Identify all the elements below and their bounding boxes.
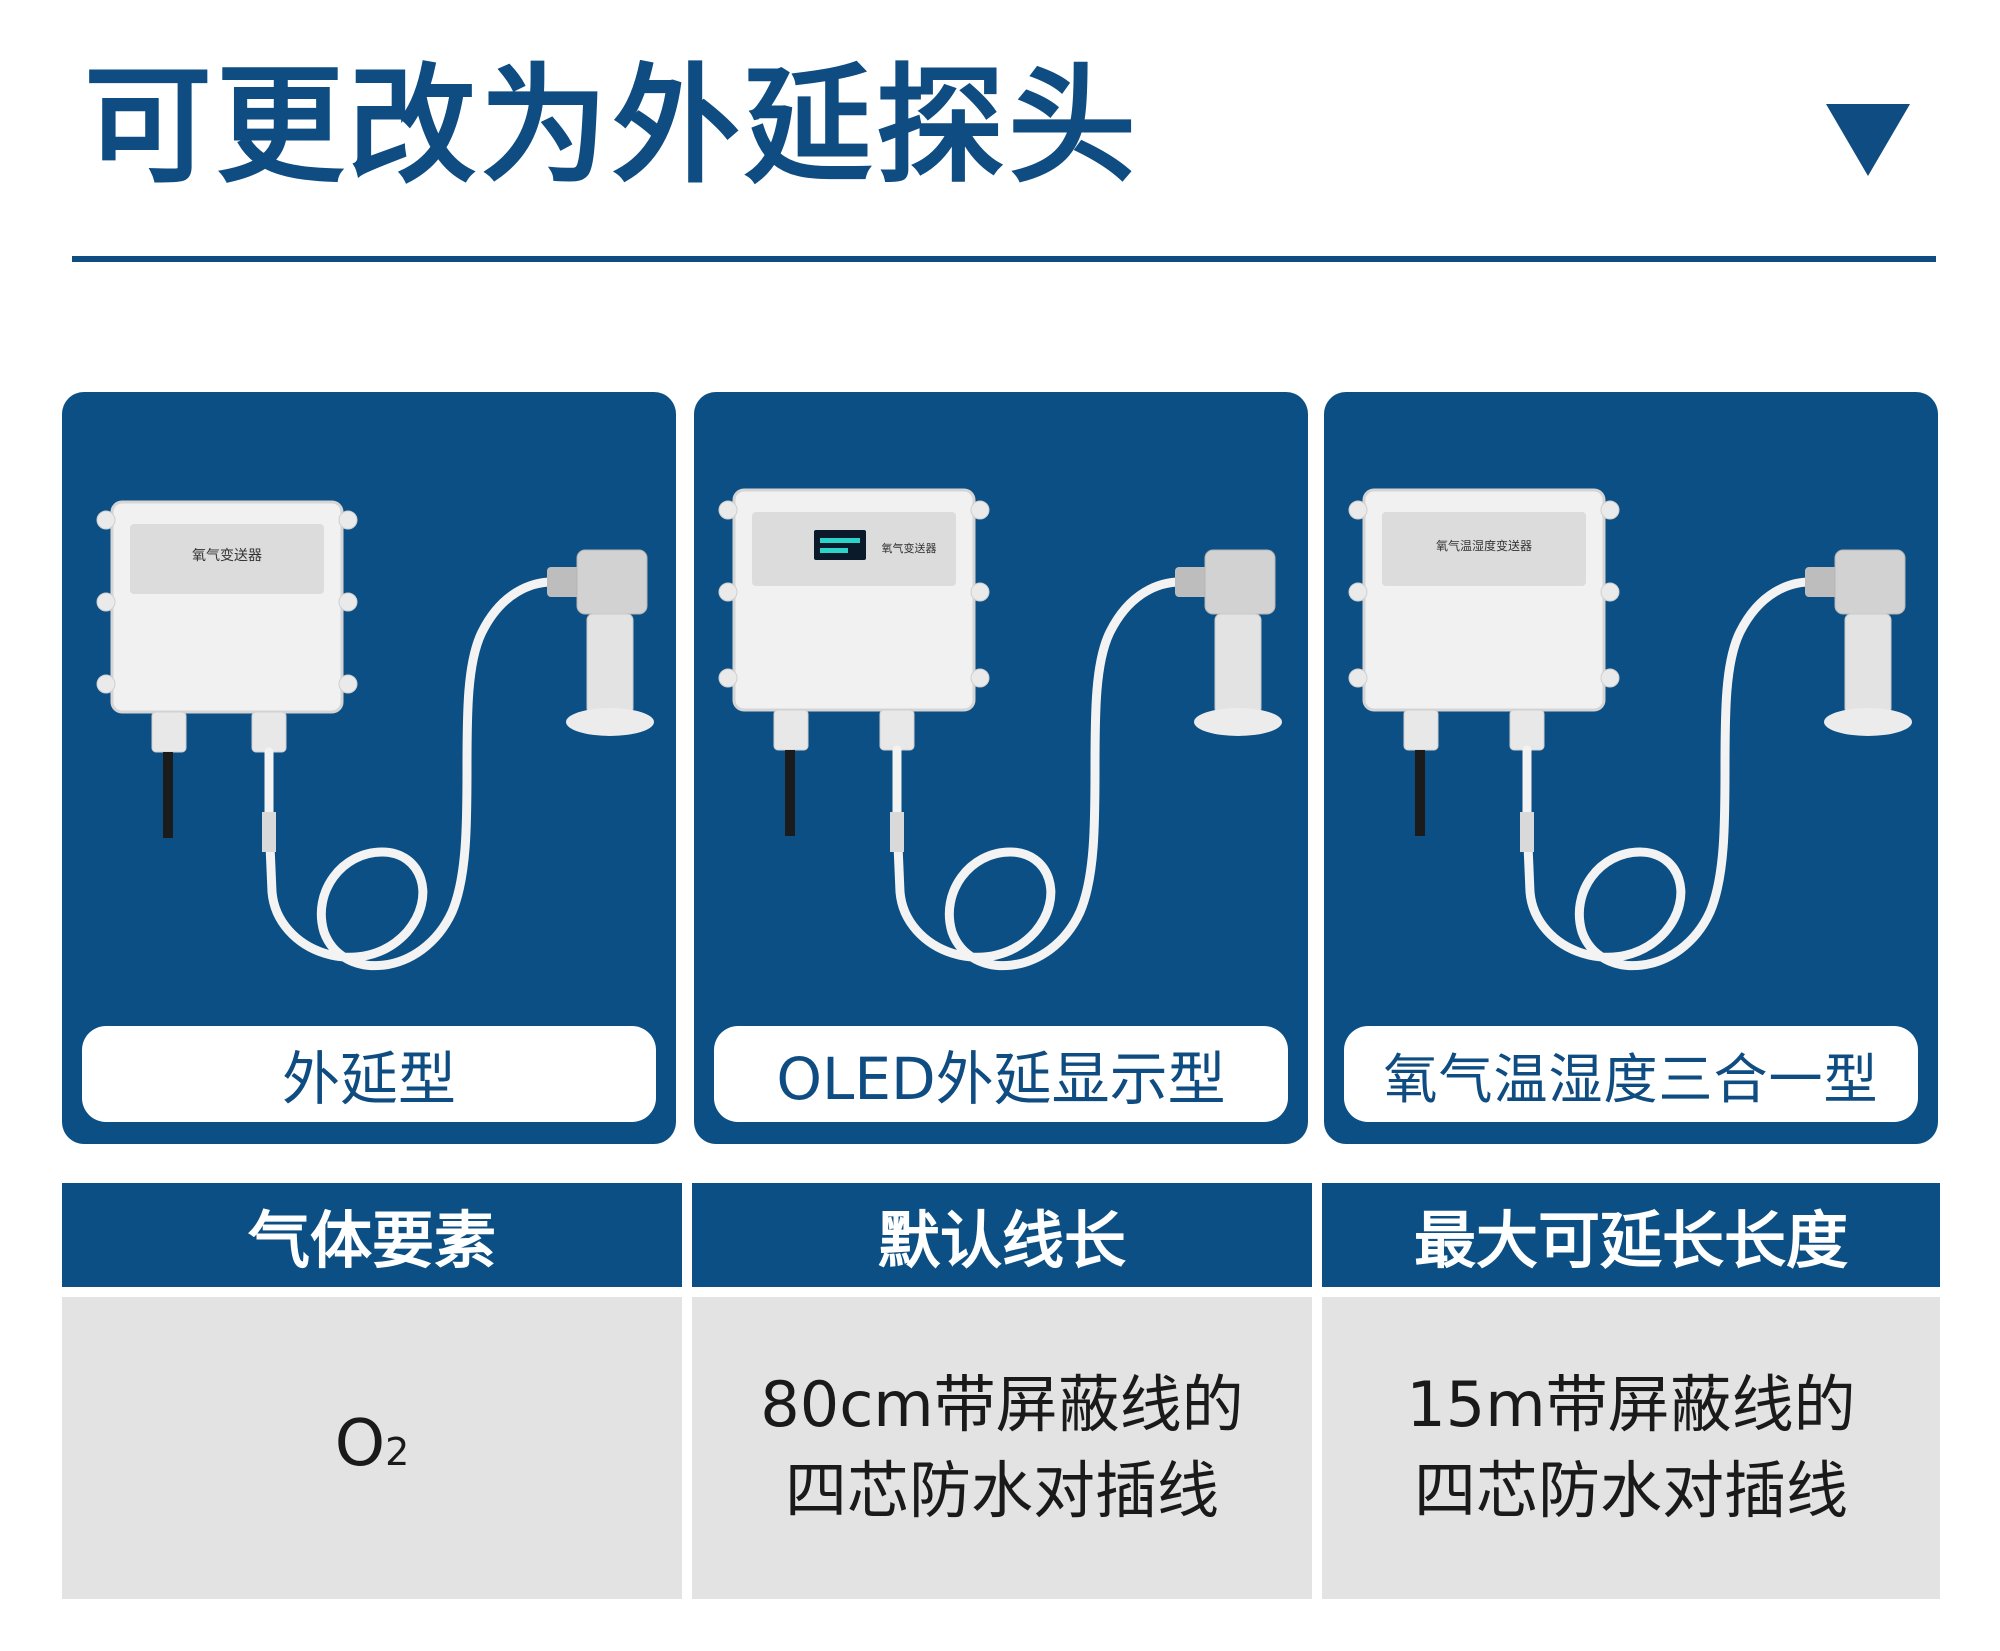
table-header-max-length: 最大可延长长度: [1322, 1183, 1940, 1287]
table-header-gas: 气体要素: [62, 1183, 682, 1287]
down-triangle-icon: [1826, 104, 1910, 176]
max-length-line-2: 四芯防水对插线: [1413, 1454, 1848, 1527]
table-header-default-length: 默认线长: [692, 1183, 1312, 1287]
oled-screen: [814, 530, 866, 560]
max-length-line-1: 15m带屏蔽线的: [1406, 1368, 1856, 1441]
device-nameplate-text: 氧气变送器: [882, 541, 937, 555]
header-divider: [72, 256, 1936, 262]
sensor-product-image: 氧气温湿度变送器: [1348, 488, 1912, 971]
sensor-product-image: 氧气变送器: [96, 500, 654, 971]
device-nameplate-text: 氧气温湿度变送器: [1436, 538, 1532, 553]
card-label-box: 氧气温湿度三合一型: [1344, 1026, 1918, 1122]
product-card-oled: 氧气变送器 OLED外延显示型: [694, 392, 1308, 1144]
table-cell-default-length: 80cm带屏蔽线的 四芯防水对插线: [692, 1297, 1312, 1599]
product-card-combo: 氧气温湿度变送器 氧气温湿度三合一型: [1324, 392, 1938, 1144]
gas-symbol: O: [334, 1407, 386, 1481]
card-label: 氧气温湿度三合一型: [1383, 1047, 1879, 1111]
gas-subscript: 2: [385, 1430, 410, 1474]
table-cell-max-length: 15m带屏蔽线的 四芯防水对插线: [1322, 1297, 1940, 1599]
sensor-product-image: 氧气变送器: [718, 488, 1282, 971]
card-label: OLED外延显示型: [776, 1045, 1226, 1113]
page-title: 可更改为外延探头: [84, 52, 1141, 201]
card-label: 外延型: [281, 1045, 456, 1113]
default-length-line-2: 四芯防水对插线: [784, 1454, 1219, 1527]
device-nameplate-text: 氧气变送器: [192, 548, 262, 564]
card-label-box: 外延型: [82, 1026, 656, 1122]
card-label-box: OLED外延显示型: [714, 1026, 1288, 1122]
product-card-extended: 氧气变送器 外延型: [62, 392, 676, 1144]
default-length-line-1: 80cm带屏蔽线的: [760, 1368, 1244, 1441]
